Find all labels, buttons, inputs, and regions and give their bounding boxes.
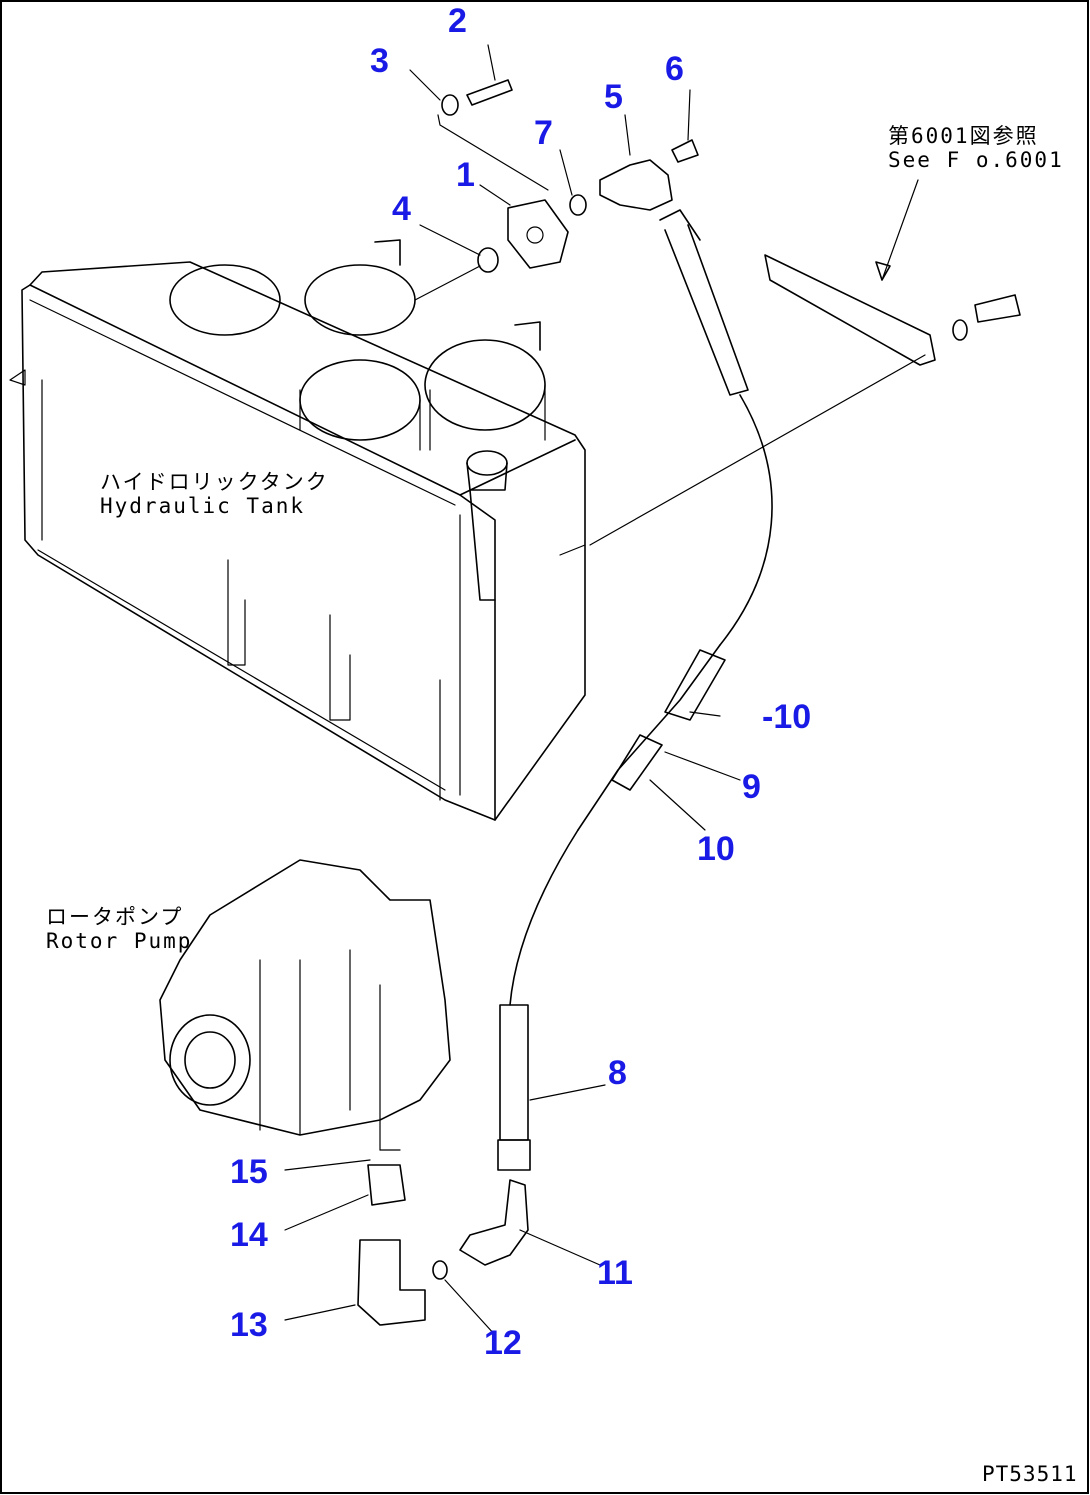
part-number-5[interactable]: 5: [604, 78, 623, 116]
tank-label-jp: ハイドロリックタンク: [100, 470, 329, 494]
part-number-4[interactable]: 4: [392, 190, 411, 228]
elbow-fitting-upper: [599, 139, 699, 211]
reference-label-jp: 第6001図参照: [888, 124, 1039, 148]
pump-label-en: Rotor Pump: [46, 929, 193, 954]
part-number-6[interactable]: 6: [665, 50, 684, 88]
leader-lines: [284, 44, 741, 1336]
bracket-assembly: [414, 79, 587, 301]
part-number-1[interactable]: 1: [456, 156, 475, 194]
hose-line: [497, 209, 773, 1171]
part-number-7[interactable]: 7: [534, 114, 553, 152]
part-number-15[interactable]: 15: [230, 1153, 268, 1191]
elbow-fitting-lower: [432, 1179, 529, 1280]
drawing-code: PT53511: [982, 1462, 1078, 1486]
reference-label: 第6001図参照 See F o.6001: [888, 124, 1064, 172]
part-number-10-upper[interactable]: -10: [762, 698, 812, 736]
pump-label-jp: ロータポンプ: [46, 905, 184, 929]
part-number-9[interactable]: 9: [742, 768, 761, 806]
tank-label: ハイドロリックタンク Hydraulic Tank: [100, 470, 329, 518]
part-number-10-lower[interactable]: 10: [697, 830, 735, 868]
reference-arrow: [875, 179, 919, 281]
part-number-3[interactable]: 3: [370, 42, 389, 80]
part-number-11[interactable]: 11: [597, 1254, 633, 1292]
part-number-12[interactable]: 12: [484, 1324, 522, 1362]
tank-label-en: Hydraulic Tank: [100, 494, 306, 519]
reference-label-en: See F o.6001: [888, 148, 1064, 173]
part-number-14[interactable]: 14: [230, 1216, 268, 1254]
part-number-13[interactable]: 13: [230, 1306, 268, 1344]
part-number-8[interactable]: 8: [608, 1054, 627, 1092]
rotor-pump: [159, 859, 451, 1326]
mount-bracket: [589, 254, 1021, 546]
pump-label: ロータポンプ Rotor Pump: [46, 905, 192, 953]
part-number-2[interactable]: 2: [448, 2, 467, 40]
hydraulic-tank: [9, 239, 586, 821]
